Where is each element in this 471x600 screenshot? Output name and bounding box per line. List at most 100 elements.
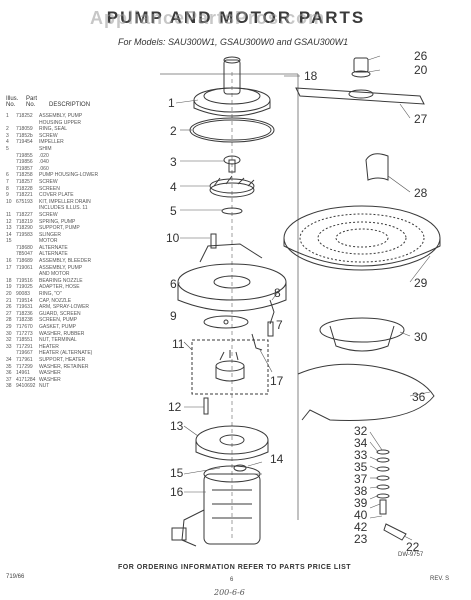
- illus-number: 5: [6, 145, 9, 152]
- part-description: WASHER: [39, 370, 61, 377]
- illus-number: 38: [6, 383, 12, 390]
- part-description: ARM, SPRAY-LOWER: [39, 304, 90, 311]
- screw-12: [203, 397, 209, 415]
- callout-26: 26: [414, 49, 428, 63]
- part-number: 717961: [16, 356, 33, 363]
- illus-number: 36: [6, 370, 12, 377]
- illus-number: 14: [6, 231, 12, 238]
- part-description: ASSEMBLY, PUMP: [39, 113, 83, 119]
- illus-number: 18: [6, 277, 12, 284]
- pump-support: [195, 425, 269, 461]
- part-description: SLINGER: [39, 231, 61, 238]
- part-description: .040: [39, 159, 49, 166]
- part-number: 718258: [16, 172, 33, 179]
- part-number: 718551: [16, 337, 33, 344]
- part-number: 9410692: [16, 383, 36, 390]
- part-description: RING, SEAL: [39, 126, 68, 133]
- part-description: ALTERNATE: [39, 251, 68, 258]
- callout-29: 29: [414, 276, 428, 290]
- part-description: PUMP HOUSING-LOWER: [39, 172, 99, 179]
- seal-ring-inner: [192, 119, 272, 141]
- part-number: 717291: [16, 343, 33, 350]
- part-description: .060: [39, 165, 49, 172]
- illus-number: 17: [6, 264, 12, 271]
- part-number: 718219: [16, 218, 33, 225]
- callout-3: 3: [170, 155, 177, 169]
- illus-number: 9: [6, 192, 9, 199]
- part-description: WASHER, RUBBER: [39, 330, 85, 337]
- callout-40: 40: [354, 508, 368, 522]
- page-number: 6: [230, 577, 234, 583]
- ordering-info: FOR ORDERING INFORMATION REFER TO PARTS …: [118, 564, 352, 571]
- illus-number: 26: [6, 304, 12, 311]
- illus-number: 11: [6, 211, 12, 218]
- col-no-label: No.: [6, 102, 16, 108]
- part-number: 719061: [16, 264, 33, 271]
- part-description: WASHER: [39, 376, 61, 383]
- drawing-number: DW-9757: [398, 552, 424, 558]
- part-description: GUARD, SCREEN: [39, 310, 81, 317]
- watermark: AppliancePartsPros.com: [90, 8, 326, 28]
- col-part-label: Part: [26, 96, 38, 102]
- illus-number: 13: [6, 225, 12, 232]
- part-number: 718227: [16, 211, 33, 218]
- shim: [221, 207, 243, 215]
- illus-number: 1: [6, 113, 9, 119]
- part-number: 718290: [16, 225, 33, 232]
- part-description: SUPPORT, HEATER: [39, 356, 86, 363]
- illus-number: 20: [6, 291, 12, 298]
- callout-22: 22: [406, 540, 420, 554]
- callout-17: 17: [270, 374, 284, 388]
- callout-12: 12: [168, 400, 182, 414]
- callout-14: 14: [270, 452, 284, 466]
- part-number: 719855: [16, 152, 33, 159]
- part-description: BEARING NOZZLE: [39, 277, 83, 284]
- screw-7: [267, 321, 274, 337]
- part-description: SUPPORT, PUMP: [39, 225, 80, 232]
- illus-number: 3: [6, 132, 9, 139]
- callout-18: 18: [304, 69, 318, 83]
- illus-number: 33: [6, 343, 12, 350]
- parts-list-row: 719855 .020: [6, 153, 102, 160]
- part-description: KIT, IMPELLER DRAIN: [39, 198, 91, 205]
- models-subtitle: For Models: SAU300W1, GSAU300W0 and GSAU…: [118, 37, 349, 47]
- part-number: 718059: [16, 126, 33, 133]
- callout-9: 9: [170, 309, 177, 323]
- callout-7: 7: [276, 318, 283, 332]
- illus-number: 27: [6, 310, 12, 317]
- illus-number: 28: [6, 317, 12, 324]
- callout-4: 4: [170, 180, 177, 194]
- part-number: 719583: [16, 231, 33, 238]
- callout-6: 6: [170, 277, 177, 291]
- part-number: 719514: [16, 297, 33, 304]
- illus-number: 19: [6, 284, 12, 291]
- callout-37: 37: [354, 472, 368, 486]
- part-number: 718238: [16, 317, 33, 324]
- illus-number: 12: [6, 218, 12, 225]
- part-description: ALTERNATE: [39, 244, 68, 251]
- part-description: .020: [39, 152, 49, 159]
- callout-11: 11: [172, 337, 185, 351]
- heater: [297, 363, 435, 421]
- part-description: HEATER (ALTERNATE): [39, 350, 93, 357]
- part-description: GASKET, PUMP: [39, 324, 76, 330]
- part-description: HOUSING UPPER: [39, 119, 81, 126]
- callout-1: 1: [168, 96, 175, 110]
- illus-number: 10: [6, 198, 12, 205]
- callout-20: 20: [414, 63, 428, 77]
- callout-23: 23: [354, 532, 368, 546]
- illus-number: 30: [6, 330, 12, 337]
- part-number: 718257: [16, 178, 33, 185]
- callout-10: 10: [166, 231, 180, 245]
